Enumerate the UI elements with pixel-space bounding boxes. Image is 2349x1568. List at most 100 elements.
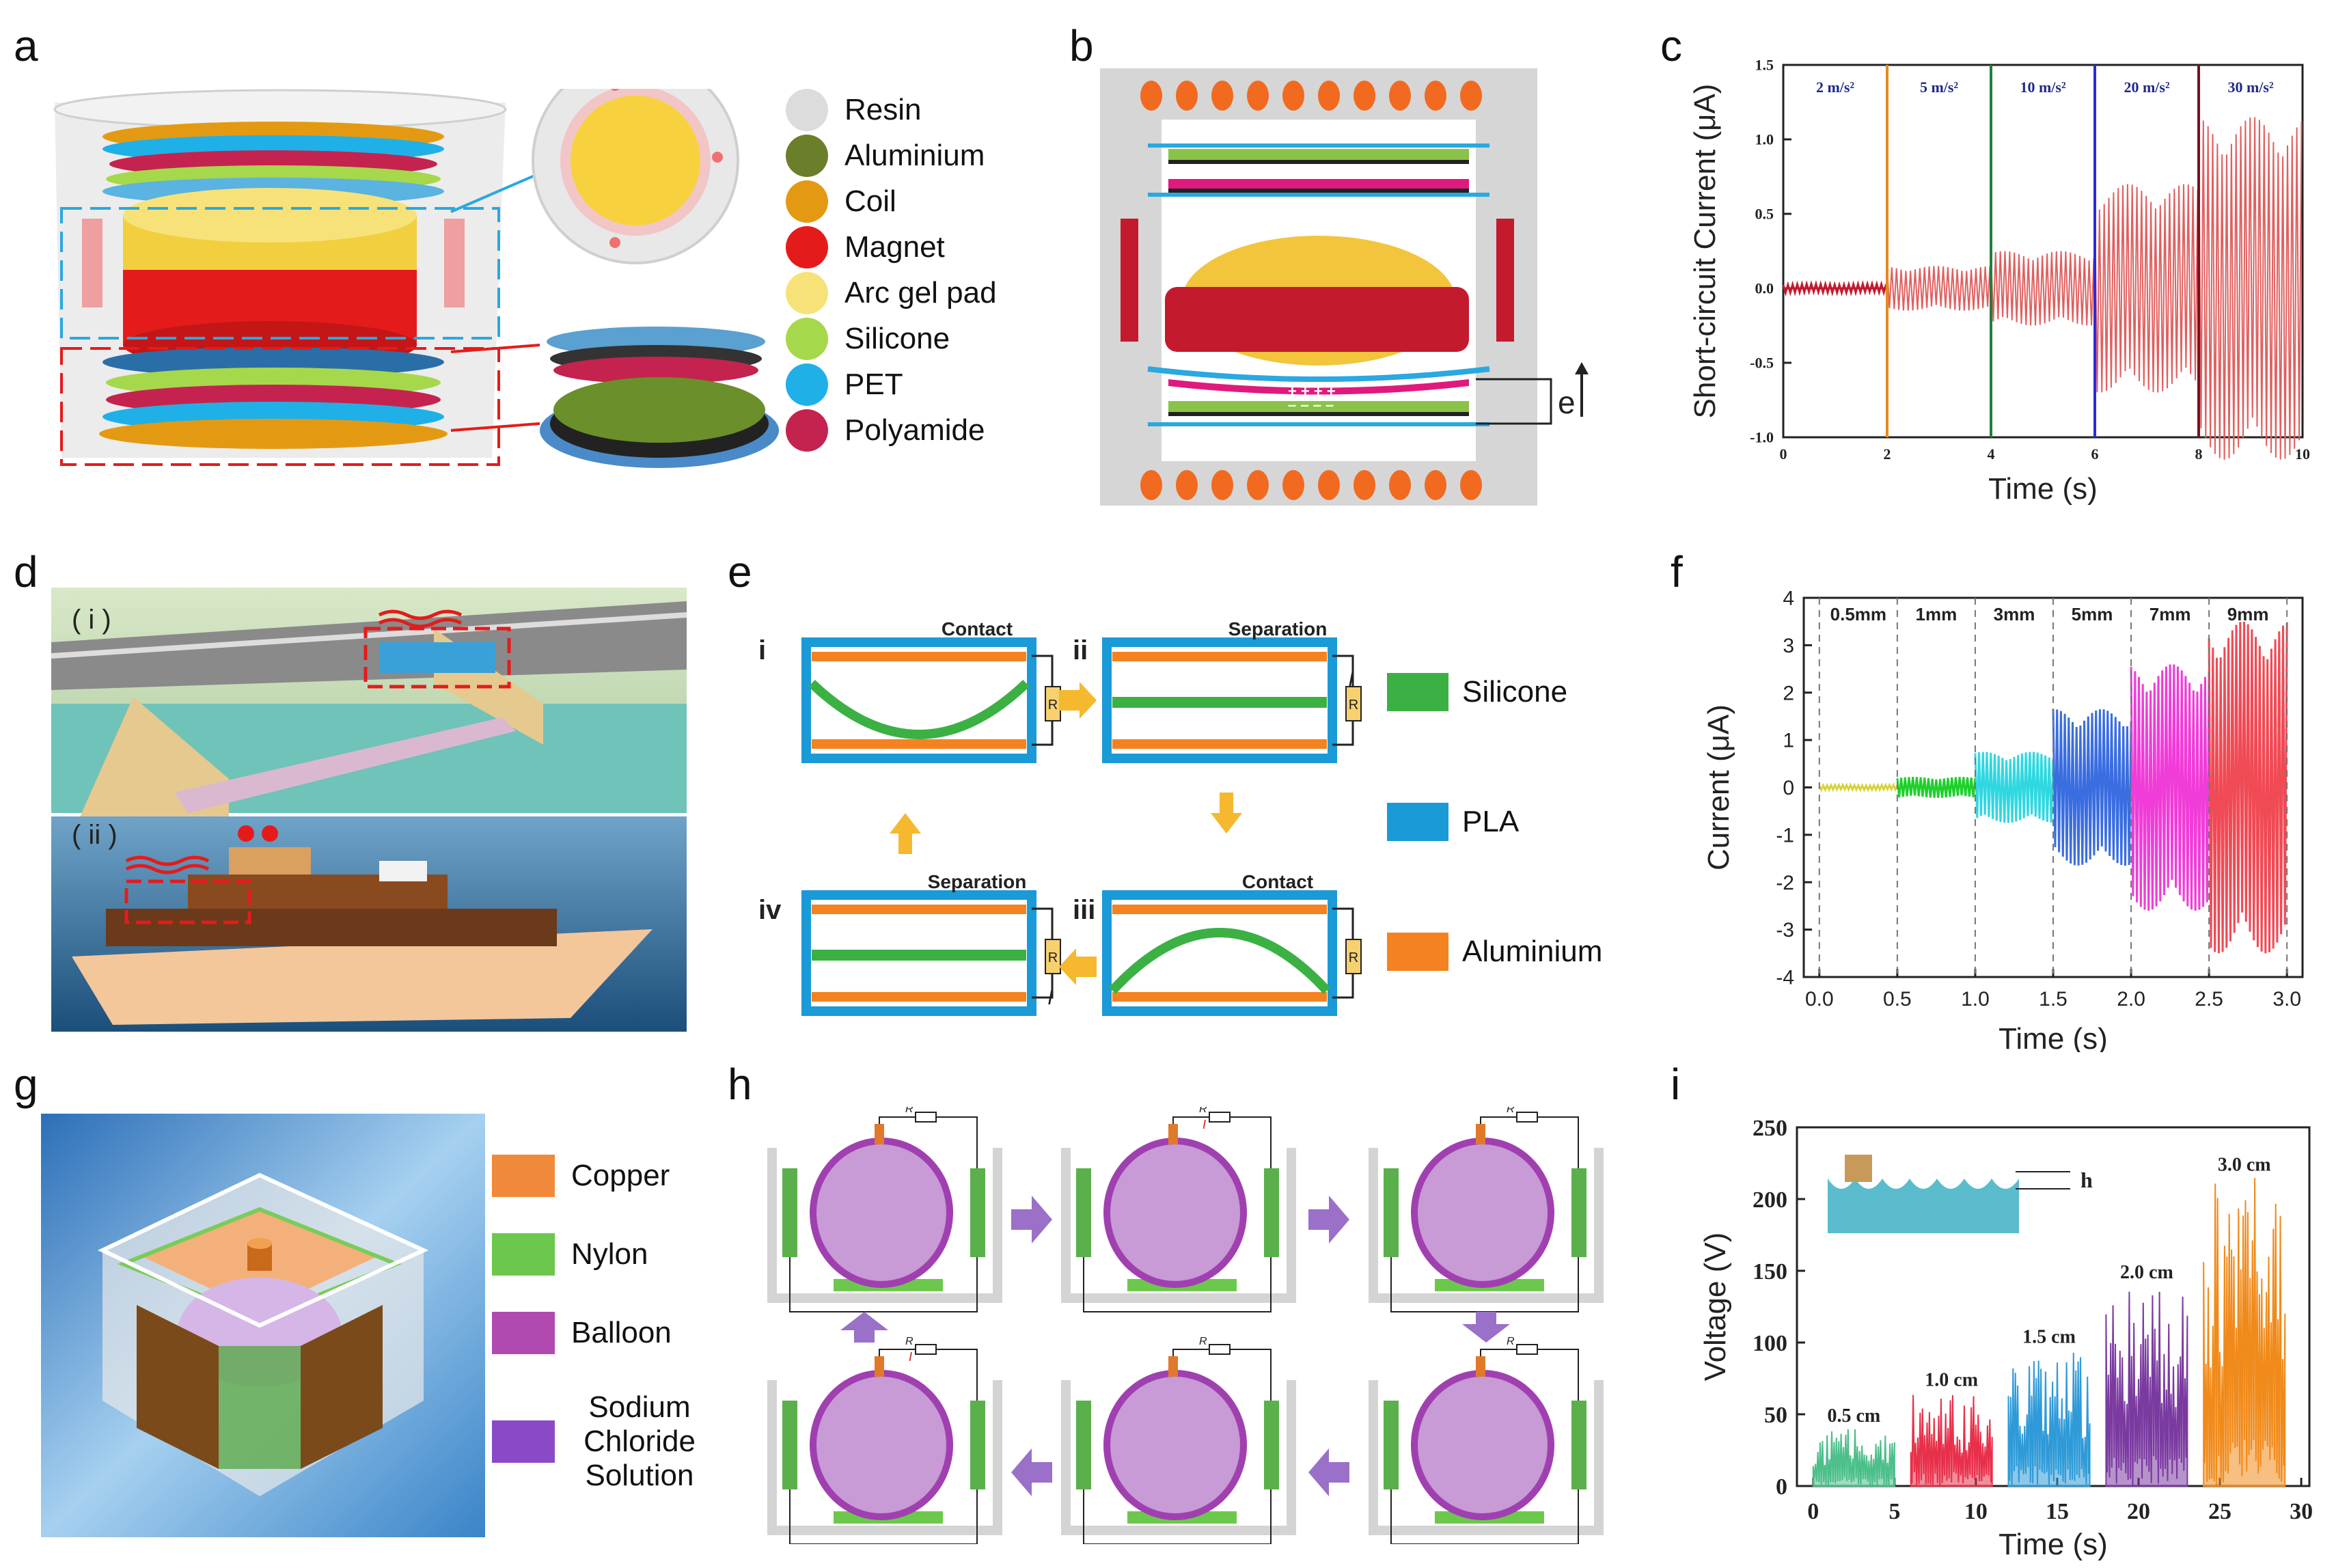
resistor-label: R — [1199, 1107, 1207, 1115]
coil-dot — [1211, 81, 1233, 111]
segment-label: 3.0 cm — [2218, 1155, 2271, 1176]
legend-a-swatch — [786, 226, 828, 269]
segment-label: 5mm — [2072, 604, 2113, 624]
step-title: Contact — [1242, 871, 1313, 892]
legend-g-swatch — [492, 1420, 555, 1463]
panel-a-device-illustration — [53, 89, 779, 468]
flow-arrow — [1211, 793, 1242, 834]
voltage-series — [2007, 1352, 2091, 1487]
segment-label: 3mm — [1994, 604, 2035, 624]
legend-a-label: Resin — [844, 93, 922, 126]
panel-label-b: b — [1069, 21, 1094, 70]
x-tick-label: 0 — [1807, 1499, 1819, 1524]
panel-e-working-mechanism: RContactiRSeparationiiRContactiiiRSepara… — [758, 618, 1602, 1016]
balloon-cell: R — [1369, 1107, 1604, 1312]
legend-a-label: Arc gel pad — [844, 276, 997, 310]
y-axis-label: Short-circuit Current (μA) — [1688, 84, 1722, 419]
balloon-cell: R — [1369, 1336, 1604, 1544]
legend-a-item: Polyamide — [786, 409, 985, 452]
step-roman: ii — [1073, 635, 1088, 665]
legend-g-swatch — [492, 1312, 555, 1354]
panel-label-d: d — [14, 547, 38, 596]
y-tick-label: -2 — [1776, 872, 1794, 894]
resistor-label: R — [1048, 950, 1058, 965]
step-title: Separation — [928, 871, 1027, 892]
panel-label-e: e — [728, 547, 752, 596]
current-series — [2130, 664, 2210, 911]
legend-e-swatch — [1387, 933, 1448, 971]
legend-a-swatch — [786, 272, 828, 314]
inset-label: h — [2080, 1168, 2093, 1192]
legend-a-item: Arc gel pad — [786, 272, 997, 314]
x-tick-label: 10 — [1964, 1499, 1988, 1524]
step-roman: iii — [1073, 895, 1095, 925]
x-tick-label: 8 — [2195, 445, 2203, 463]
balloon-cell: R — [1061, 1107, 1296, 1312]
segment-label: 1.0 cm — [1925, 1370, 1978, 1391]
panel-label-f: f — [1671, 547, 1683, 596]
svg-text:– – – –: – – – – — [1288, 396, 1334, 413]
segment-label: 9mm — [2227, 604, 2269, 624]
resistor-label: R — [1199, 1336, 1207, 1347]
step-roman: i — [758, 635, 766, 665]
legend-e-swatch — [1387, 803, 1448, 841]
segment-label: 2.0 cm — [2120, 1262, 2173, 1283]
legend-g-swatch — [492, 1155, 555, 1197]
legend-a-item: Coil — [786, 180, 896, 223]
coil-dot — [1425, 81, 1446, 111]
y-tick-label: 0.5 — [1755, 206, 1774, 223]
x-axis-label: Time (s) — [1998, 1022, 2108, 1052]
y-tick-label: 0.0 — [1755, 280, 1774, 297]
legend-a-label: Silicone — [844, 322, 950, 355]
coil-dot — [1460, 81, 1482, 111]
current-label: I — [1047, 987, 1053, 1009]
y-tick-label: 1 — [1783, 730, 1794, 752]
voltage-series — [1812, 1429, 1895, 1487]
y-tick-label: 3 — [1783, 635, 1794, 657]
legend-a-swatch — [786, 180, 828, 223]
coil-dot — [1318, 81, 1340, 111]
legend-g-item: Balloon — [492, 1312, 672, 1354]
legend-a-swatch — [786, 363, 828, 406]
segment-label: 2 m/s² — [1816, 79, 1855, 96]
resistor-label: R — [905, 1336, 914, 1347]
coil-dot — [1282, 81, 1304, 111]
segment-label: 30 m/s² — [2227, 79, 2274, 96]
segment-label: 20 m/s² — [2124, 79, 2170, 96]
legend-a-label: PET — [844, 368, 903, 401]
legend-g-item: Nylon — [492, 1233, 648, 1276]
legend-a-item: Magnet — [786, 226, 945, 269]
current-label: I — [1348, 669, 1354, 691]
x-tick-label: 0 — [1780, 445, 1787, 463]
coil-dot — [1389, 470, 1411, 500]
current-series — [1974, 752, 2055, 823]
flow-arrow — [1059, 682, 1097, 719]
balloon-cell: R — [767, 1336, 1002, 1544]
legend-e-label: Aluminium — [1462, 935, 1602, 968]
flow-arrow — [1308, 1196, 1349, 1243]
panel-d-illustration: ( i ) ( ii ) — [51, 588, 687, 1032]
current-series — [1818, 782, 1899, 793]
y-tick-label: 250 — [1753, 1116, 1787, 1141]
coil-dot — [1176, 81, 1198, 111]
legend-a-item: Silicone — [786, 318, 950, 360]
coil-dot — [1354, 470, 1375, 500]
x-tick-label: 0.5 — [1883, 988, 1912, 1010]
coil-dot — [1140, 81, 1162, 111]
scene-label-ii: ( ii ) — [72, 820, 118, 850]
legend-a-item: Resin — [786, 89, 922, 131]
panel-g-cube-illustration — [41, 1114, 485, 1537]
x-tick-label: 25 — [2208, 1499, 2231, 1524]
current-series — [1886, 266, 1991, 311]
legend-a-label: Coil — [844, 184, 896, 218]
resistor-label: R — [1507, 1336, 1515, 1347]
flow-arrow — [840, 1312, 888, 1343]
flow-arrow — [1011, 1196, 1052, 1243]
